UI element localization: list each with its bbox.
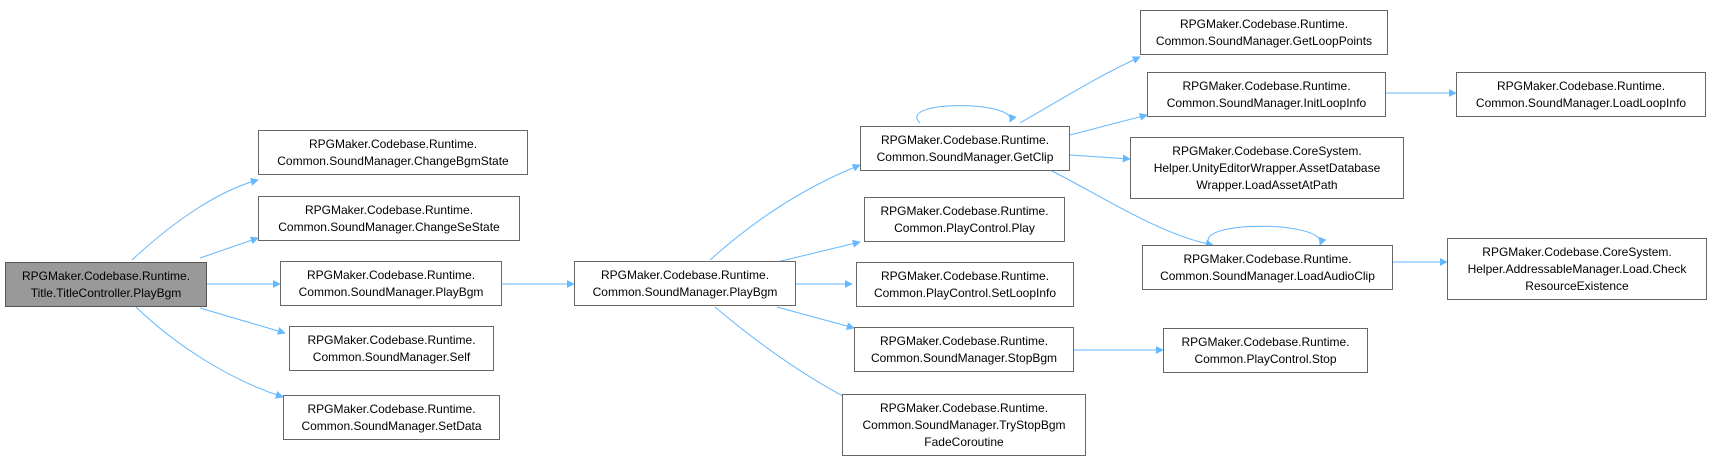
node-label: RPGMaker.Codebase.Runtime. [307, 332, 476, 347]
node-label: RPGMaker.Codebase.CoreSystem. [1482, 244, 1672, 259]
node-sound-manager-init-loop-info[interactable]: RPGMaker.Codebase.Runtime. Common.SoundM… [1147, 72, 1386, 117]
node-label: RPGMaker.Codebase.Runtime. [880, 268, 1050, 283]
edge-root-to-change-se-state [199, 236, 259, 259]
edge-get-clip-to-load-asset-at-path [1069, 154, 1131, 163]
node-asset-database-load-asset-at-path[interactable]: RPGMaker.Codebase.CoreSystem. Helper.Uni… [1130, 137, 1404, 199]
node-sound-manager-self[interactable]: RPGMaker.Codebase.Runtime. Common.SoundM… [289, 326, 494, 371]
edge-load-audio-clip-self-loop [1207, 225, 1327, 246]
node-label: FadeCoroutine [924, 434, 1004, 449]
node-title-controller-play-bgm[interactable]: RPGMaker.Codebase.Runtime. Title.TitleCo… [5, 262, 207, 307]
node-label: RPGMaker.Codebase.Runtime. [879, 333, 1049, 348]
node-label: RPGMaker.Codebase.Runtime. [600, 267, 770, 282]
node-sound-manager-load-loop-info[interactable]: RPGMaker.Codebase.Runtime. Common.SoundM… [1456, 72, 1706, 117]
edge-root-to-change-bgm-state [131, 177, 259, 261]
node-label: RPGMaker.Codebase.Runtime. [21, 268, 191, 283]
node-label: ResourceExistence [1525, 278, 1629, 293]
edge-root-to-sm-self [199, 307, 286, 335]
node-label: RPGMaker.Codebase.CoreSystem. [1172, 143, 1362, 158]
edge-root-to-sm-set-data [134, 305, 284, 399]
node-label: Common.SoundManager.PlayBgm [298, 284, 484, 299]
node-change-se-state[interactable]: RPGMaker.Codebase.Runtime. Common.SoundM… [258, 196, 520, 241]
node-label: RPGMaker.Codebase.Runtime. [304, 202, 474, 217]
node-label: Common.SoundManager.LoadLoopInfo [1475, 95, 1687, 110]
node-label: Common.SoundManager.TryStopBgm [862, 417, 1066, 432]
node-label: Wrapper.LoadAssetAtPath [1196, 177, 1338, 192]
node-label: RPGMaker.Codebase.Runtime. [1183, 251, 1352, 266]
node-try-stop-bgm-fade-coroutine[interactable]: RPGMaker.Codebase.Runtime. Common.SoundM… [842, 394, 1086, 456]
node-label: Common.SoundManager.Self [312, 349, 471, 364]
node-label: RPGMaker.Codebase.Runtime. [307, 401, 476, 416]
node-sound-manager-play-bgm-a[interactable]: RPGMaker.Codebase.Runtime. Common.SoundM… [280, 261, 502, 306]
node-sound-manager-get-clip[interactable]: RPGMaker.Codebase.Runtime. Common.SoundM… [860, 126, 1070, 171]
node-sound-manager-stop-bgm[interactable]: RPGMaker.Codebase.Runtime. Common.SoundM… [854, 327, 1074, 372]
node-play-control-play[interactable]: RPGMaker.Codebase.Runtime. Common.PlayCo… [864, 197, 1065, 242]
node-label: RPGMaker.Codebase.Runtime. [1182, 78, 1351, 93]
edge-b-to-pc-play [776, 239, 861, 263]
edge-get-clip-to-init-loop-info [1069, 112, 1148, 136]
edge-get-clip-to-load-audio-clip [1049, 169, 1214, 248]
node-label: RPGMaker.Codebase.Runtime. [308, 136, 478, 151]
node-label: Title.TitleController.PlayBgm [30, 285, 182, 300]
node-label: RPGMaker.Codebase.Runtime. [1181, 334, 1350, 349]
node-label: Common.SoundManager.PlayBgm [592, 284, 778, 299]
node-label: Common.SoundManager.ChangeBgmState [277, 153, 509, 168]
node-addressable-manager-check-resource-existence[interactable]: RPGMaker.Codebase.CoreSystem. Helper.Add… [1447, 238, 1707, 300]
node-label: RPGMaker.Codebase.Runtime. [1179, 16, 1349, 31]
node-label: Common.SoundManager.StopBgm [870, 350, 1058, 365]
node-play-control-set-loop-info[interactable]: RPGMaker.Codebase.Runtime. Common.PlayCo… [856, 262, 1074, 307]
node-label: Common.PlayControl.Stop [1194, 351, 1337, 366]
edge-b-to-get-clip [709, 163, 861, 261]
node-label: RPGMaker.Codebase.Runtime. [306, 267, 476, 282]
node-label: RPGMaker.Codebase.Runtime. [879, 400, 1049, 415]
edge-get-clip-to-get-loop-points [1019, 56, 1141, 124]
edge-get-clip-self-loop [916, 105, 1017, 124]
node-label: Common.SoundManager.SetData [301, 418, 482, 433]
node-label: RPGMaker.Codebase.Runtime. [880, 203, 1049, 218]
node-label: Helper.AddressableManager.Load.Check [1467, 261, 1687, 276]
node-label: Helper.UnityEditorWrapper.AssetDatabase [1153, 160, 1381, 175]
node-label: Common.PlayControl.SetLoopInfo [873, 285, 1057, 300]
edge-b-to-sm-stop-bgm [776, 306, 855, 330]
node-label: RPGMaker.Codebase.Runtime. [1496, 78, 1666, 93]
node-label: Common.SoundManager.GetClip [876, 149, 1054, 164]
node-sound-manager-get-loop-points[interactable]: RPGMaker.Codebase.Runtime. Common.SoundM… [1140, 10, 1388, 55]
node-label: Common.SoundManager.LoadAudioClip [1160, 268, 1375, 283]
node-sound-manager-load-audio-clip[interactable]: RPGMaker.Codebase.Runtime. Common.SoundM… [1142, 245, 1393, 290]
node-change-bgm-state[interactable]: RPGMaker.Codebase.Runtime. Common.SoundM… [258, 130, 528, 175]
node-label: Common.SoundManager.InitLoopInfo [1166, 95, 1367, 110]
node-sound-manager-set-data[interactable]: RPGMaker.Codebase.Runtime. Common.SoundM… [283, 395, 500, 440]
node-label: Common.SoundManager.ChangeSeState [278, 219, 500, 234]
edge-b-to-try-stop-bgm [714, 306, 861, 406]
node-play-control-stop[interactable]: RPGMaker.Codebase.Runtime. Common.PlayCo… [1163, 328, 1368, 373]
node-label: RPGMaker.Codebase.Runtime. [880, 132, 1050, 147]
node-label: Common.SoundManager.GetLoopPoints [1155, 33, 1373, 48]
node-label: Common.PlayControl.Play [894, 220, 1035, 235]
node-sound-manager-play-bgm-b[interactable]: RPGMaker.Codebase.Runtime. Common.SoundM… [574, 261, 796, 306]
